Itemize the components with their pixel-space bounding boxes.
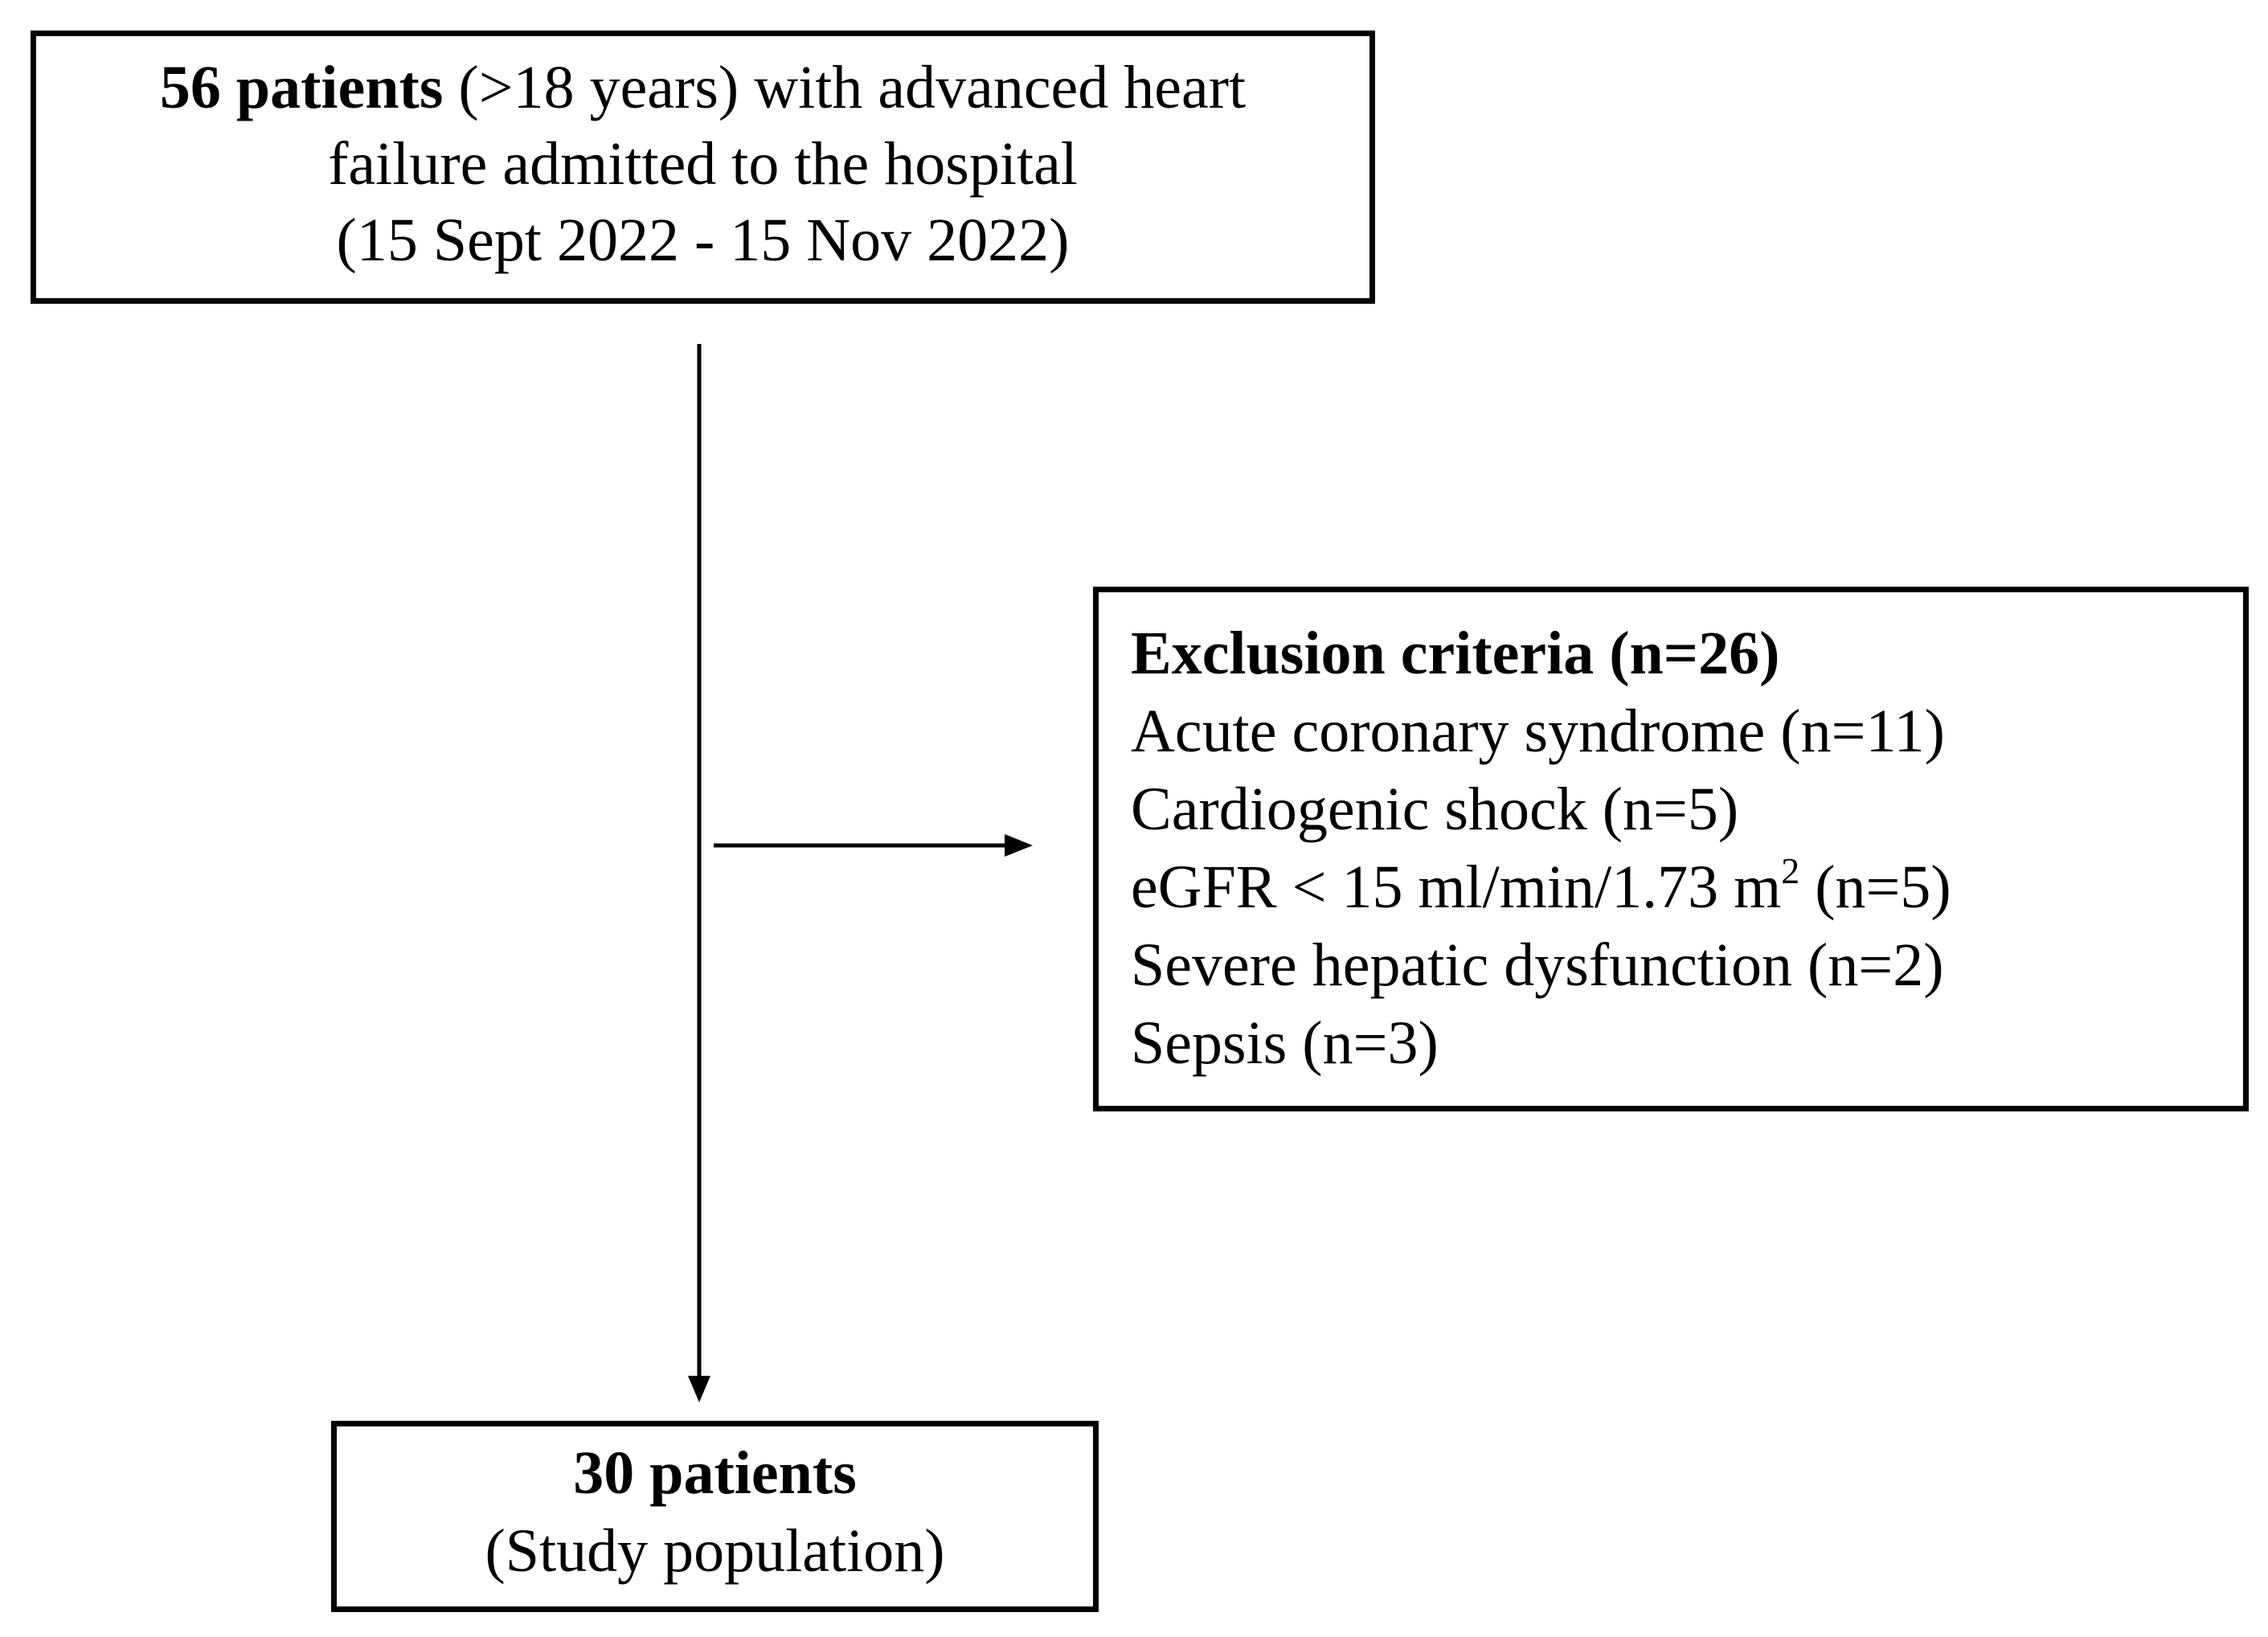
enrolled-line-2: failure admitted to the hospital [328, 130, 1078, 198]
enrolled-line-1: 56 patients (>18 years) with advanced he… [36, 50, 1369, 126]
exclusion-item-egfr: eGFR < 15 ml/min/1.73 m2 (n=5) [1131, 849, 2243, 927]
exclusion-item-cardiogenic-shock: Cardiogenic shock (n=5) [1131, 776, 1739, 843]
horizontal-arrow-head [1005, 834, 1033, 857]
study-count-line: 30 patients [337, 1434, 1093, 1512]
enrolled-description: (>18 years) with advanced heart [443, 54, 1247, 121]
egfr-suffix: (n=5) [1799, 853, 1951, 921]
study-population-label: (Study population) [485, 1517, 945, 1585]
exclusion-title-text: Exclusion criteria (n=26) [1131, 620, 1780, 687]
enrollment-period: (15 Sept 2022 - 15 Nov 2022) [336, 207, 1070, 274]
exclusion-item-acs: Acute coronary syndrome (n=11) [1131, 698, 1945, 765]
exclusion-item-hepatic: Severe hepatic dysfunction (n=2) [1131, 931, 1944, 999]
exclusion-criteria-box: Exclusion criteria (n=26) Acute coronary… [1093, 587, 2249, 1111]
exclusion-title: Exclusion criteria (n=26) [1131, 615, 2243, 693]
egfr-superscript: 2 [1781, 850, 1800, 891]
vertical-arrow-head [688, 1376, 710, 1402]
study-count: 30 patients [573, 1439, 857, 1507]
egfr-prefix: eGFR < 15 ml/min/1.73 m [1131, 853, 1782, 921]
study-population-box: 30 patients (Study population) [331, 1421, 1099, 1612]
enrolled-count: 56 patients [159, 54, 444, 121]
exclusion-item-sepsis: Sepsis (n=3) [1131, 1009, 1439, 1077]
enrolled-patients-box: 56 patients (>18 years) with advanced he… [31, 31, 1375, 304]
